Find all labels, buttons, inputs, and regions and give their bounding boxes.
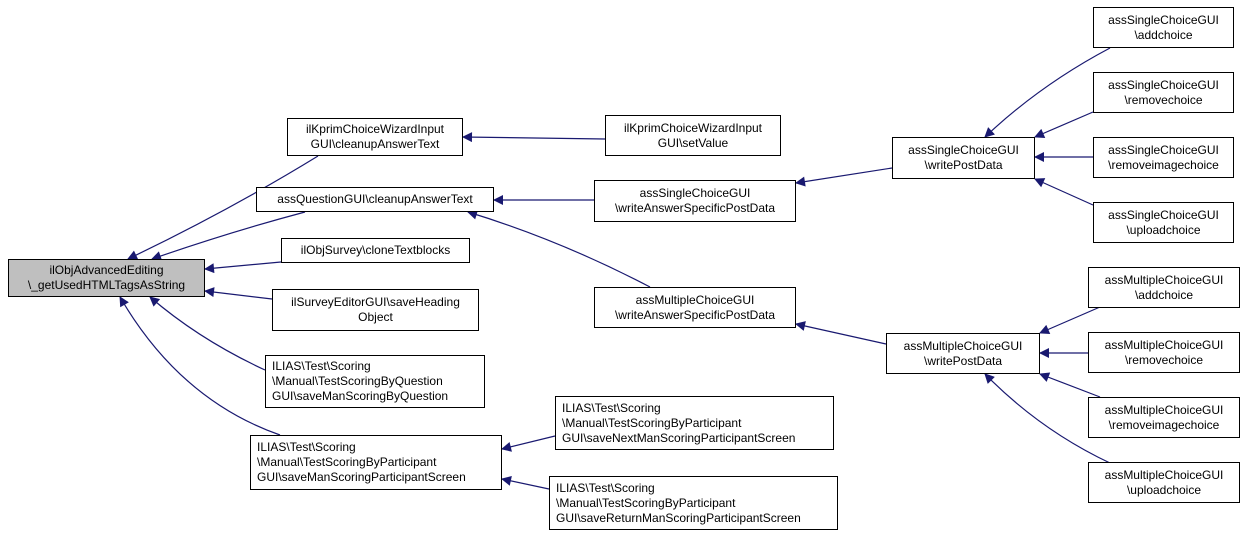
node-label: assMultipleChoiceGUI	[1104, 337, 1224, 352]
node-label: ILIAS\Test\Scoring	[272, 359, 371, 373]
node-label: GUI\saveNextManScoringParticipantScreen	[562, 430, 796, 445]
node-multiple-writepost[interactable]: assMultipleChoiceGUI \writePostData	[886, 333, 1040, 374]
node-label: \writePostData	[924, 158, 1003, 172]
node-scoring-participant[interactable]: ILIAS\Test\Scoring \Manual\TestScoringBy…	[250, 435, 502, 490]
node-label: GUI\cleanupAnswerText	[310, 137, 440, 151]
node-label: \addchoice	[1134, 27, 1193, 42]
edge-next-to-participant	[501, 435, 556, 452]
edge-clone-to-root	[204, 261, 282, 274]
edge-participant-to-root	[119, 296, 281, 436]
node-label: ilKprimChoiceWizardInput	[623, 120, 763, 135]
node-scoring-by-question[interactable]: ILIAS\Test\Scoring \Manual\TestScoringBy…	[265, 355, 485, 408]
edge-sadd-to-singlewp	[984, 47, 1111, 138]
edge-sremove-to-singlewp	[1034, 111, 1094, 139]
node-single-uploadchoice[interactable]: assSingleChoiceGUI \uploadchoice	[1093, 202, 1234, 243]
node-label: assSingleChoiceGUI	[1108, 207, 1219, 222]
node-multiple-removechoice[interactable]: assMultipleChoiceGUI \removechoice	[1088, 332, 1240, 373]
edge-supload-to-singlewp	[1034, 178, 1094, 206]
edge-singlewp-to-singlewa	[795, 167, 893, 187]
node-multiple-removeimagechoice[interactable]: assMultipleChoiceGUI \removeimagechoice	[1088, 397, 1240, 438]
edge-mupload-to-multiwp	[984, 373, 1111, 464]
edge-kprim-to-root	[127, 155, 319, 260]
node-label: \writeAnswerSpecificPostData	[614, 307, 776, 322]
node-survey-clone[interactable]: ilObjSurvey\cloneTextblocks	[281, 238, 470, 263]
node-label: \Manual\TestScoringByParticipant	[562, 415, 742, 430]
node-label: ilSurveyEditorGUI\saveHeading	[291, 295, 460, 309]
node-label: assSingleChoiceGUI	[1108, 77, 1219, 92]
node-label: \Manual\TestScoringByParticipant	[257, 455, 437, 469]
edge-byquestion-to-root	[149, 296, 266, 371]
node-label: ILIAS\Test\Scoring	[556, 480, 655, 495]
node-label: \removechoice	[1124, 352, 1204, 367]
node-multiple-uploadchoice[interactable]: assMultipleChoiceGUI \uploadchoice	[1088, 462, 1240, 503]
edge-multiwa-to-question	[467, 209, 651, 288]
node-label: ILIAS\Test\Scoring	[257, 440, 356, 454]
node-label: GUI\setValue	[657, 135, 729, 150]
edge-mimage-to-multiwp	[1039, 372, 1101, 398]
node-label: assQuestionGUI\cleanupAnswerText	[277, 192, 473, 206]
node-kprim-cleanup[interactable]: ilKprimChoiceWizardInput GUI\cleanupAnsw…	[287, 118, 463, 156]
node-label: \removechoice	[1124, 92, 1203, 107]
edge-return-to-participant	[501, 475, 550, 490]
node-label: \addchoice	[1134, 287, 1194, 302]
node-label: \Manual\TestScoringByQuestion	[272, 374, 443, 388]
node-label: \uploadchoice	[1126, 482, 1202, 497]
node-label: \uploadchoice	[1126, 222, 1201, 237]
node-label: assSingleChoiceGUI	[1108, 142, 1219, 157]
node-label: ilObjSurvey\cloneTextblocks	[300, 243, 451, 257]
node-label: \_getUsedHTMLTagsAsString	[27, 278, 186, 292]
node-label: GUI\saveManScoringParticipantScreen	[257, 470, 466, 484]
node-label: Object	[358, 310, 393, 324]
node-label: ilObjAdvancedEditing	[49, 263, 164, 277]
node-kprim-setvalue[interactable]: ilKprimChoiceWizardInput GUI\setValue	[605, 115, 781, 156]
node-label: GUI\saveReturnManScoringParticipantScree…	[556, 510, 801, 525]
node-label: assSingleChoiceGUI	[639, 186, 751, 200]
node-label: \writePostData	[923, 353, 1003, 368]
node-label: ILIAS\Test\Scoring	[562, 400, 661, 415]
node-label: assSingleChoiceGUI	[1108, 12, 1219, 27]
node-single-writeanswer[interactable]: assSingleChoiceGUI \writeAnswerSpecificP…	[594, 180, 796, 222]
node-label: assMultipleChoiceGUI	[1104, 272, 1224, 287]
node-label: assSingleChoiceGUI	[908, 143, 1019, 157]
node-label: \writeAnswerSpecificPostData	[614, 201, 776, 215]
node-label: assMultipleChoiceGUI	[1104, 467, 1224, 482]
node-survey-heading[interactable]: ilSurveyEditorGUI\saveHeading Object	[272, 289, 479, 331]
node-label: assMultipleChoiceGUI	[1104, 402, 1224, 417]
node-single-writepost[interactable]: assSingleChoiceGUI \writePostData	[892, 137, 1035, 179]
node-label: \removeimagechoice	[1108, 157, 1219, 172]
edge-madd-to-multiwp	[1039, 306, 1101, 335]
edge-setvalue-to-kprim	[462, 132, 606, 143]
node-label: ilKprimChoiceWizardInput	[305, 122, 445, 136]
node-label: assMultipleChoiceGUI	[635, 292, 755, 307]
node-single-removeimagechoice[interactable]: assSingleChoiceGUI \removeimagechoice	[1093, 137, 1234, 178]
node-single-removechoice[interactable]: assSingleChoiceGUI \removechoice	[1093, 72, 1234, 113]
node-label: assMultipleChoiceGUI	[903, 338, 1023, 353]
node-label: GUI\saveManScoringByQuestion	[272, 389, 449, 403]
edge-question-to-root	[151, 211, 306, 261]
node-root: ilObjAdvancedEditing \_getUsedHTMLTagsAs…	[8, 259, 205, 297]
node-multiple-writeanswer[interactable]: assMultipleChoiceGUI \writeAnswerSpecifi…	[594, 287, 796, 328]
node-label: \Manual\TestScoringByParticipant	[556, 495, 736, 510]
node-single-addchoice[interactable]: assSingleChoiceGUI \addchoice	[1093, 7, 1234, 48]
node-scoring-return[interactable]: ILIAS\Test\Scoring \Manual\TestScoringBy…	[549, 476, 838, 530]
node-scoring-next[interactable]: ILIAS\Test\Scoring \Manual\TestScoringBy…	[555, 396, 834, 450]
edge-heading-to-root	[204, 287, 273, 300]
node-label: \removeimagechoice	[1108, 417, 1220, 432]
node-multiple-addchoice[interactable]: assMultipleChoiceGUI \addchoice	[1088, 267, 1240, 308]
node-question-cleanup[interactable]: assQuestionGUI\cleanupAnswerText	[256, 187, 494, 212]
edge-multiwp-to-multiwa	[795, 321, 887, 345]
